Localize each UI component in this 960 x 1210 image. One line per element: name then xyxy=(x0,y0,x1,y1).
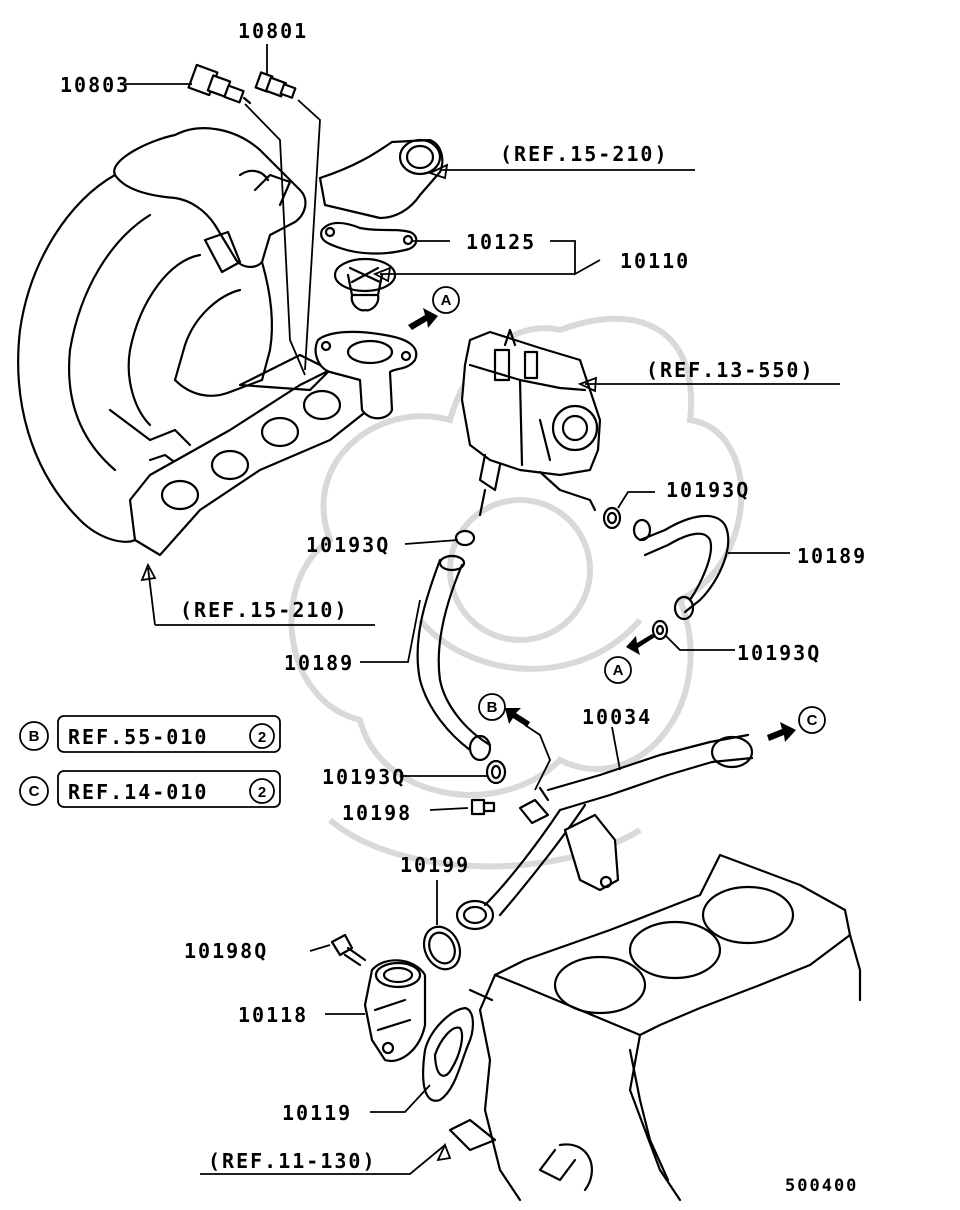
water-outlet-fitting xyxy=(318,138,444,220)
label-10801: 10801 xyxy=(238,19,308,43)
leader-lines xyxy=(125,44,840,1175)
thermostat-housing xyxy=(314,330,418,420)
clamp-10193q-lower-right xyxy=(651,619,669,641)
clamp-10193q-upper-left xyxy=(454,529,476,547)
label-10199: 10199 xyxy=(400,853,470,877)
label-10198: 10198 xyxy=(342,801,412,825)
label-10125: 10125 xyxy=(466,230,536,254)
label-10118: 10118 xyxy=(238,1003,308,1027)
diagram-code: 500400 xyxy=(785,1176,858,1196)
label-10193q-a: 10193Q xyxy=(666,478,750,502)
ref-11-130: (REF.11-130) xyxy=(208,1149,377,1173)
legend-b-number: 2 xyxy=(258,729,266,746)
engine-block xyxy=(448,853,862,1202)
o-ring-10199 xyxy=(422,925,462,971)
connector-a-lower-label: A xyxy=(613,662,624,679)
legend-b-text: REF.55-010 xyxy=(68,725,208,749)
connector-a-lower: A xyxy=(604,634,655,684)
legend-c-text: REF.14-010 xyxy=(68,780,208,804)
ref-15-210-left: (REF.15-210) xyxy=(180,598,349,622)
connector-a-top-label: A xyxy=(441,292,452,309)
gasket-10119 xyxy=(422,1006,474,1102)
label-10119: 10119 xyxy=(282,1101,352,1125)
sensor-10803 xyxy=(187,63,252,105)
ref-15-210-top: (REF.15-210) xyxy=(500,142,669,166)
hose-10189-right xyxy=(632,514,730,621)
legend-c-marker: C xyxy=(29,783,40,800)
label-10803: 10803 xyxy=(60,73,130,97)
thermostat-gasket-10125 xyxy=(320,221,418,255)
label-10193q-d: 10193Q xyxy=(322,765,406,789)
legend-b-marker: B xyxy=(29,728,40,745)
ref-13-550: (REF.13-550) xyxy=(646,358,815,382)
clamp-10193q-upper-right xyxy=(602,506,622,530)
thermostat xyxy=(333,257,397,312)
legend-c-number: 2 xyxy=(258,784,266,801)
sensor-10801 xyxy=(254,71,297,99)
legend-row-c: C REF.14-010 2 xyxy=(19,770,281,808)
label-10189-right: 10189 xyxy=(797,544,867,568)
label-10193q-c: 10193Q xyxy=(737,641,821,665)
connector-b-label: B xyxy=(487,699,498,716)
connector-b: B xyxy=(478,693,530,727)
label-10110: 10110 xyxy=(620,249,690,273)
water-pipe-10034 xyxy=(455,733,754,931)
connector-c-label: C xyxy=(807,712,818,729)
bolt-10198 xyxy=(470,798,496,816)
water-inlet-fitting-10118 xyxy=(363,959,427,1063)
hose-10189-left xyxy=(416,554,492,762)
connector-c: C xyxy=(767,706,826,742)
label-10034: 10034 xyxy=(582,705,652,729)
connector-a-top: A xyxy=(408,286,460,330)
reference-labels: (REF.15-210) (REF.13-550) (REF.15-210) (… xyxy=(180,142,815,1173)
legend-row-b: B REF.55-010 2 xyxy=(19,715,281,753)
label-10198q: 10198Q xyxy=(184,939,268,963)
bolt-10198q xyxy=(330,933,367,967)
label-10193q-b: 10193Q xyxy=(306,533,390,557)
throttle-body xyxy=(460,328,602,517)
clamp-10193q-lower-left xyxy=(485,759,507,785)
label-10189-left: 10189 xyxy=(284,651,354,675)
intake-manifold xyxy=(17,127,307,543)
part-labels: 10801 10803 10125 10110 10193Q 10193Q 10… xyxy=(60,19,867,1125)
